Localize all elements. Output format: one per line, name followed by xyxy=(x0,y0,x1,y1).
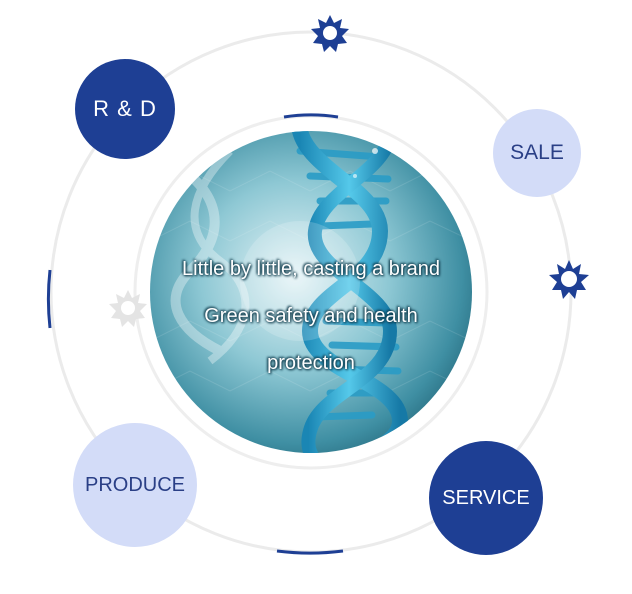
slogan-line-2: Green safety and health xyxy=(204,305,418,327)
center-slogan: Little by little, casting a brand Green … xyxy=(150,246,472,387)
sale-label: SALE xyxy=(510,141,564,164)
burst-star-outline-icon xyxy=(109,290,147,327)
sale-node[interactable]: SALE xyxy=(493,109,581,197)
burst-star-icon xyxy=(549,260,589,299)
service-label: SERVICE xyxy=(442,486,530,509)
rd-node[interactable]: R & D xyxy=(75,59,175,159)
produce-node[interactable]: PRODUCE xyxy=(73,423,197,547)
accent-arc-bottom xyxy=(276,549,344,555)
produce-label: PRODUCE xyxy=(84,473,185,496)
service-node[interactable]: SERVICE xyxy=(429,441,543,555)
dna-image xyxy=(150,131,472,453)
slogan-line-3: protection xyxy=(267,352,355,374)
slogan-line-1: Little by little, casting a brand xyxy=(182,258,440,280)
accent-arc-left xyxy=(46,269,52,329)
burst-star-icon xyxy=(311,15,349,52)
rd-label: R & D xyxy=(93,96,157,121)
accent-arc-inner-top xyxy=(283,113,339,119)
